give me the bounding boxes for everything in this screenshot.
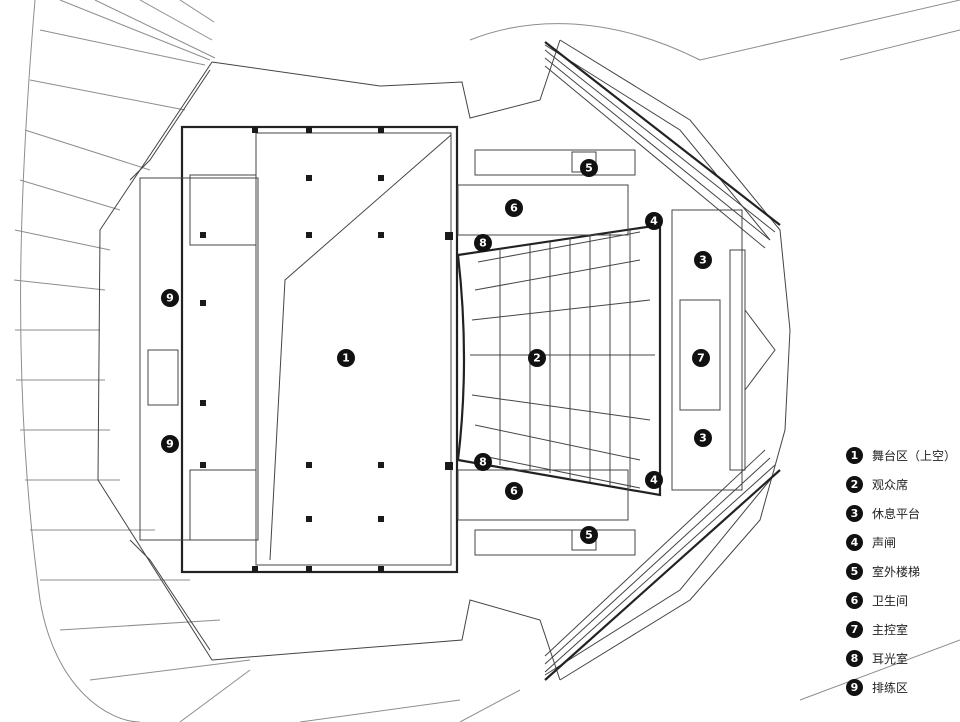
legend-number: 4 — [846, 534, 863, 551]
legend-item: 6 卫生间 — [846, 586, 956, 615]
legend-label: 卫生间 — [872, 594, 909, 608]
svg-text:5: 5 — [585, 162, 593, 175]
svg-text:4: 4 — [650, 474, 658, 487]
marker-8-bottom: 8 — [474, 453, 492, 471]
stepped-wings — [544, 41, 781, 681]
site-contours — [13, 0, 960, 722]
stage-area-walls — [139, 125, 459, 574]
svg-text:6: 6 — [510, 202, 518, 215]
legend-item: 9 排练区 — [846, 673, 956, 702]
marker-6-top: 6 — [505, 199, 523, 217]
legend-label: 观众席 — [872, 478, 909, 492]
marker-2: 2 — [528, 349, 546, 367]
svg-text:3: 3 — [699, 254, 707, 267]
svg-text:8: 8 — [479, 456, 487, 469]
marker-4-bottom: 4 — [645, 471, 663, 489]
marker-3-bottom: 3 — [694, 429, 712, 447]
plan-markers: 1 2 3 3 4 4 5 5 6 6 7 8 8 9 9 — [161, 159, 712, 544]
legend-number: 3 — [846, 505, 863, 522]
svg-text:6: 6 — [510, 485, 518, 498]
svg-text:9: 9 — [166, 292, 174, 305]
legend-label: 排练区 — [872, 681, 909, 695]
building-envelope — [97, 39, 791, 681]
marker-6-bottom: 6 — [505, 482, 523, 500]
marker-7: 7 — [692, 349, 710, 367]
svg-text:4: 4 — [650, 215, 658, 228]
legend-number: 5 — [846, 563, 863, 580]
legend-label: 室外楼梯 — [872, 565, 921, 579]
legend: 1 舞台区（上空） 2 观众席 3 休息平台 4 声闸 5 室外楼梯 6 卫生间 7 主控室 8 耳光室 9 排练… — [846, 441, 956, 702]
legend-item: 8 耳光室 — [846, 644, 956, 673]
svg-text:3: 3 — [699, 432, 707, 445]
legend-item: 1 舞台区（上空） — [846, 441, 956, 470]
legend-item: 3 休息平台 — [846, 499, 956, 528]
legend-number: 9 — [846, 679, 863, 696]
marker-9-top: 9 — [161, 289, 179, 307]
legend-number: 7 — [846, 621, 863, 638]
marker-5-top: 5 — [580, 159, 598, 177]
svg-text:8: 8 — [479, 237, 487, 250]
legend-label: 声闸 — [872, 536, 897, 550]
auditorium-seating — [456, 223, 662, 497]
svg-text:2: 2 — [533, 352, 541, 365]
structural-columns — [200, 127, 453, 572]
marker-8-top: 8 — [474, 234, 492, 252]
legend-item: 7 主控室 — [846, 615, 956, 644]
legend-label: 主控室 — [872, 623, 909, 637]
legend-number: 1 — [846, 447, 863, 464]
marker-1: 1 — [337, 349, 355, 367]
marker-4-top: 4 — [645, 212, 663, 230]
svg-text:7: 7 — [697, 352, 705, 365]
legend-number: 8 — [846, 650, 863, 667]
legend-number: 2 — [846, 476, 863, 493]
marker-5-bottom: 5 — [580, 526, 598, 544]
svg-text:1: 1 — [342, 352, 350, 365]
legend-number: 6 — [846, 592, 863, 609]
svg-text:9: 9 — [166, 438, 174, 451]
svg-text:5: 5 — [585, 529, 593, 542]
legend-item: 4 声闸 — [846, 528, 956, 557]
marker-9-bottom: 9 — [161, 435, 179, 453]
legend-label: 舞台区（上空） — [872, 449, 957, 463]
legend-label: 耳光室 — [872, 652, 909, 666]
legend-item: 2 观众席 — [846, 470, 956, 499]
legend-label: 休息平台 — [872, 507, 921, 521]
marker-3-top: 3 — [694, 251, 712, 269]
legend-item: 5 室外楼梯 — [846, 557, 956, 586]
